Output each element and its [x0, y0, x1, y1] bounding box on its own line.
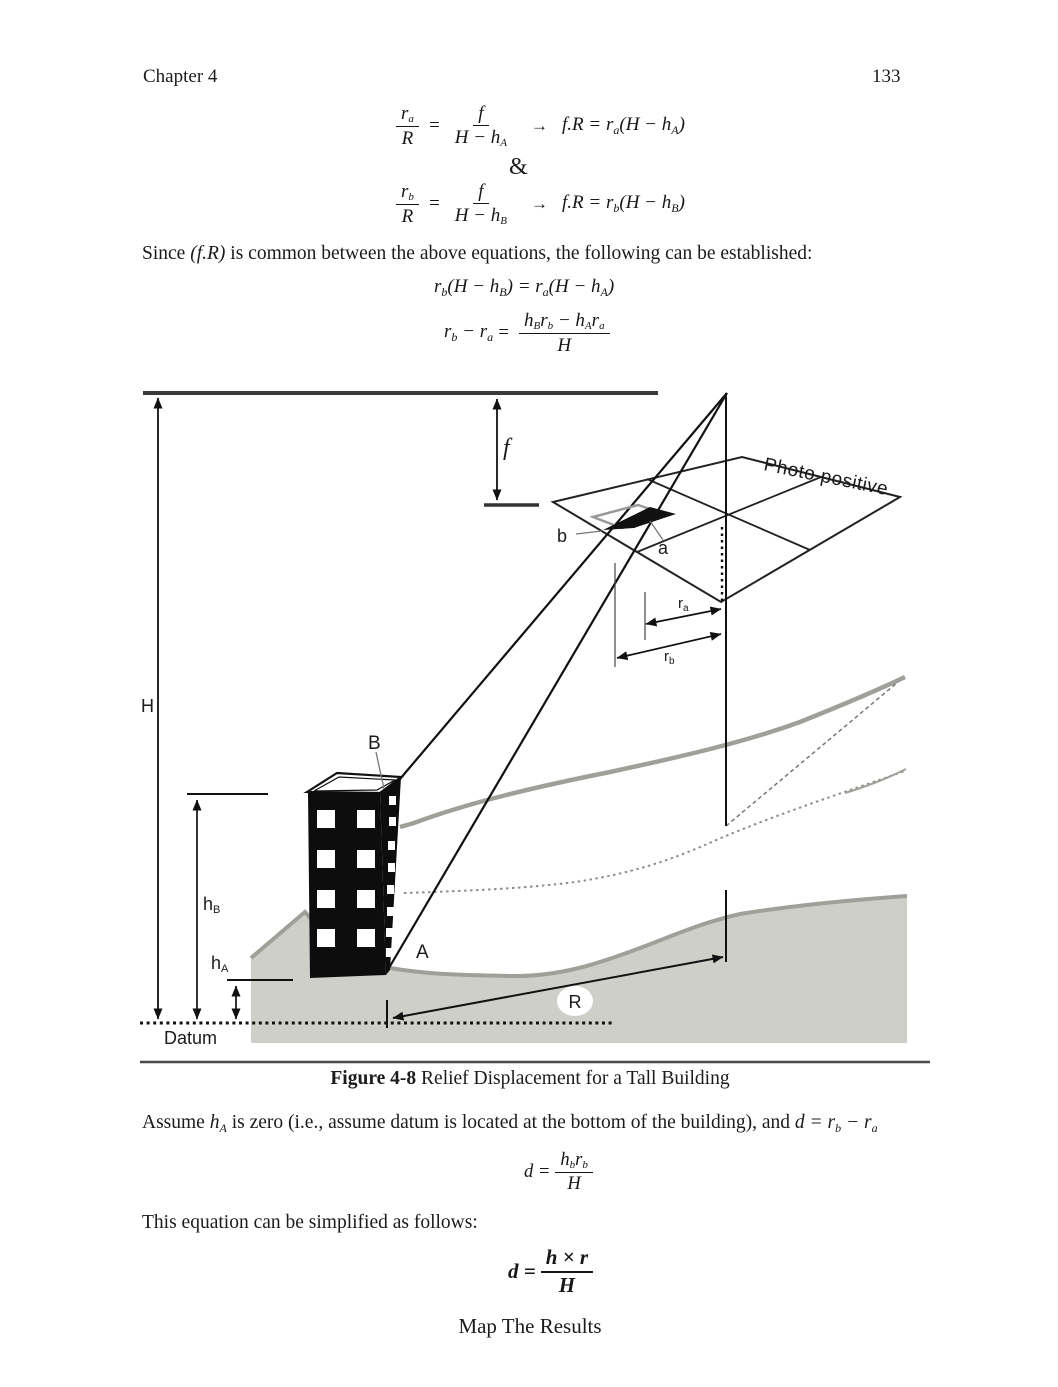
window: [386, 948, 393, 957]
eq-term: f: [473, 103, 489, 127]
eq-subscript: B: [500, 215, 508, 228]
figure-caption-title: Relief Displacement for a Tall Building: [416, 1068, 730, 1089]
window: [387, 907, 394, 916]
equals-sign: =: [427, 115, 441, 137]
contour-thin-right: [844, 768, 907, 794]
equation-rb: rb R = f H − hB → f.R = rb(H − hB): [391, 181, 685, 228]
equation-d-hbrb: d = hbrb H: [524, 1150, 598, 1195]
window: [317, 850, 335, 868]
window: [357, 850, 375, 868]
equation-displacement: rb − ra = hBrb − hAra H: [444, 310, 615, 357]
R-arrow: [392, 954, 724, 1021]
window: [389, 817, 396, 826]
fraction-ra-R: ra R: [396, 103, 419, 150]
point-A-label: A: [416, 942, 429, 963]
equals-sign: =: [427, 193, 441, 215]
a-leader-line: [649, 520, 664, 541]
figure-caption: Figure 4-8 Relief Displacement for a Tal…: [130, 1068, 930, 1090]
eq-term: f: [473, 181, 489, 205]
window: [389, 796, 396, 805]
eq-subscript: A: [500, 137, 508, 150]
eq-term: R: [401, 206, 414, 228]
eq-term: H − h: [454, 127, 501, 149]
photo-plane: [550, 455, 903, 604]
f-label: f: [503, 435, 513, 461]
building-roof-inner: [313, 776, 398, 792]
page-number: 133: [872, 66, 901, 87]
hB-label: hB: [203, 894, 220, 916]
equation-ra: ra R = f H − hA → f.R = ra(H − hA): [391, 103, 685, 150]
simplify-paragraph: This equation can be simplified as follo…: [142, 1212, 478, 1233]
rb-arrow: [616, 631, 722, 661]
contour-dotted: [403, 770, 906, 894]
photo-grid-line: [636, 476, 822, 553]
implies-arrow: →: [531, 194, 549, 214]
eq-rhs: f.R = ra(H − hA): [562, 114, 685, 138]
window: [317, 890, 335, 908]
map-results-line: Map The Results: [458, 1314, 602, 1338]
equation-equality: rb(H − hB) = ra(H − hA): [434, 276, 615, 299]
light-ray-to-A: [385, 392, 728, 974]
point-b-label: b: [557, 526, 567, 546]
point-B-label: B: [368, 733, 381, 754]
eq-term: r: [401, 103, 409, 124]
eq-term: H − h: [454, 205, 501, 227]
since-paragraph: Since (f.R) is common between the above …: [142, 243, 813, 264]
dashed-sight-line: [725, 681, 899, 827]
B-leader-line: [375, 751, 385, 790]
rb-label: rb: [664, 648, 675, 667]
building-side-face: [380, 777, 401, 975]
window: [357, 890, 375, 908]
equals-sign: =: [497, 322, 510, 344]
assume-paragraph: Assume hA is zero (i.e., assume datum is…: [142, 1112, 878, 1135]
building-side-windows: [386, 796, 396, 957]
window: [317, 929, 335, 947]
b-leader-line: [575, 530, 603, 535]
window: [388, 841, 395, 850]
point-a-label: a: [658, 538, 669, 558]
H-label: H: [141, 696, 154, 716]
eq-subscript: a: [408, 113, 414, 125]
fraction-rb-R: rb R: [396, 181, 419, 228]
datum-label: Datum: [164, 1028, 217, 1048]
figure-caption-number: Figure 4-8: [330, 1068, 417, 1089]
fraction-f-HhA: f H − hA: [450, 103, 512, 150]
eq-subscript: b: [408, 191, 414, 203]
eq-term: r: [401, 181, 409, 202]
window: [387, 885, 394, 894]
chapter-heading: Chapter 4: [143, 66, 218, 87]
eq-term: R: [401, 128, 414, 150]
window: [357, 929, 375, 947]
ampersand: &: [509, 154, 528, 180]
R-label: R: [569, 992, 582, 1012]
window: [357, 810, 375, 828]
fraction-hr-H: hBrb − hAra H: [518, 310, 610, 357]
ra-arrow: [645, 606, 722, 627]
light-ray-to-B: [399, 392, 728, 780]
window: [386, 928, 393, 937]
building-front-windows: [317, 810, 375, 947]
hA-label: hA: [211, 953, 229, 975]
eq-rhs: f.R = rb(H − hB): [562, 192, 685, 216]
contour-thick: [399, 674, 906, 830]
R-label-background: [557, 986, 593, 1016]
photo-building-image: [603, 507, 676, 530]
fraction-f-HhB: f H − hB: [450, 181, 512, 228]
implies-arrow: →: [531, 116, 549, 136]
ra-label: ra: [678, 595, 689, 614]
window: [317, 810, 335, 828]
equation-d-hr: d = h × r H: [508, 1245, 598, 1297]
window: [388, 863, 395, 872]
